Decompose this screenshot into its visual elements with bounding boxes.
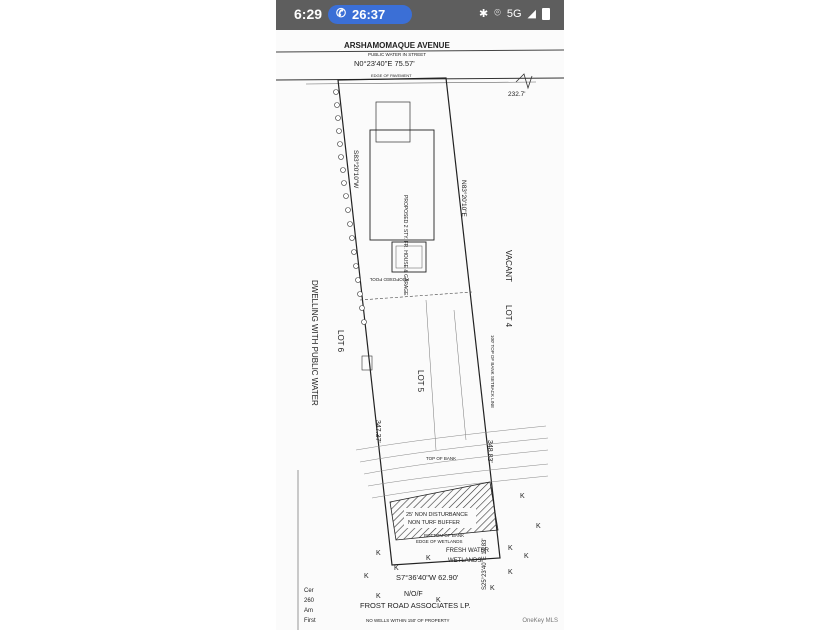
west-bearing: S83°20'10"W [352, 150, 360, 189]
east-bearing: N83°20'10"E [460, 180, 468, 218]
edge-of-pavement: EDGE OF PAVEMENT [371, 73, 412, 78]
buffer-line2: NON TURF BUFFER [408, 520, 460, 526]
proposed-pool-outline [391, 241, 427, 273]
cert-line-4: First [304, 618, 316, 624]
buffer-line1: 25' NON DISTURBANCE [406, 512, 468, 518]
bluetooth-icon: ✱ [479, 8, 489, 20]
lot5-label: LOT 5 [416, 370, 425, 393]
battery-icon [542, 7, 550, 20]
west-distance: 347.37' [374, 420, 381, 443]
svg-text:K: K [490, 585, 495, 592]
elevation-label: 232.7' [508, 91, 526, 98]
cert-line-2: 260 [304, 598, 315, 604]
svg-text:K: K [394, 565, 399, 572]
svg-text:K: K [536, 523, 541, 530]
marsh-symbols: K K K K K K K K K K K K [364, 493, 541, 604]
site-plan-image: ARSHAMOMAQUE AVENUE PUBLIC WATER IN STRE… [276, 41, 564, 630]
lot6-label: LOT 6 [336, 330, 345, 353]
status-time: 6:29 [294, 6, 323, 22]
break-mark [515, 73, 533, 90]
street-name: ARSHAMOMAQUE AVENUE [344, 41, 450, 50]
location-icon: ⌾ [494, 7, 501, 19]
east-distance: 348.83' [486, 440, 493, 463]
mls-watermark: OneKey MLS [522, 618, 558, 624]
dwelling-label: DWELLING WITH PUBLIC WATER [310, 280, 319, 406]
svg-text:K: K [376, 550, 381, 557]
setback-label: 100' TOP OF BANK SETBACK LINE [490, 335, 495, 408]
fresh-water-label2: WETLANDS [448, 558, 481, 564]
street-note: PUBLIC WATER IN STREET [368, 52, 426, 57]
phone-icon: ✆ [336, 6, 347, 20]
nof-label: N/O/F [404, 591, 423, 598]
edge-of-wetlands-label: EDGE OF WETLANDS [416, 539, 463, 544]
cert-line-3: Am [304, 608, 313, 614]
svg-text:K: K [436, 597, 441, 604]
signal-icon: ◢ [527, 8, 536, 20]
no-wells-label: NO WELLS WITHIN 150' OF PROPERTY [366, 618, 450, 623]
svg-text:K: K [426, 555, 431, 562]
se-bearing: S25°23'40"E 14.83' [482, 538, 488, 590]
call-timer: 26:37 [352, 7, 386, 22]
phone-screen: 6:29 ✆ 26:37 ✱ ⌾ 5G ◢ ARSHAMOMAQUE AVENU… [276, 0, 564, 630]
south-bearing: S7°36'40"W 62.90' [396, 573, 459, 582]
status-bar: 6:29 ✆ 26:37 ✱ ⌾ 5G ◢ [276, 0, 564, 30]
svg-text:K: K [524, 553, 529, 560]
svg-text:K: K [376, 593, 381, 600]
network-label: 5G [506, 7, 522, 20]
street-line-top [276, 49, 564, 53]
ongoing-call-chip[interactable]: ✆ 26:37 [328, 5, 412, 24]
svg-text:K: K [520, 493, 525, 500]
proposed-pool-label: PROPOSED POOL [369, 277, 409, 282]
property-boundary [337, 77, 501, 566]
proposed-house-outline [369, 129, 435, 241]
contour-lines [355, 425, 549, 499]
setback-line [359, 291, 473, 301]
svg-text:K: K [508, 545, 513, 552]
svg-text:K: K [508, 569, 513, 576]
lot4-label: LOT 4 [504, 305, 513, 328]
frost-road-label: FROST ROAD ASSOCIATES LP. [360, 601, 470, 610]
north-bearing: N0°23'40"E 75.57' [354, 59, 415, 68]
top-of-bank-label: TOP OF BANK [426, 456, 456, 461]
fresh-water-label1: FRESH WATER [446, 548, 490, 554]
cert-line-1: Cer [304, 588, 314, 594]
tree-line [333, 89, 367, 325]
proposed-house-label: PROPOSED 2 STY. FR. HOUSE & GARAGE [402, 195, 408, 296]
bottom-of-bank-label: BOTTOM OF BANK [424, 533, 464, 538]
svg-text:K: K [364, 573, 369, 580]
status-icons: ✱ ⌾ 5G ◢ [479, 7, 550, 20]
vacant-label: VACANT [504, 250, 513, 282]
